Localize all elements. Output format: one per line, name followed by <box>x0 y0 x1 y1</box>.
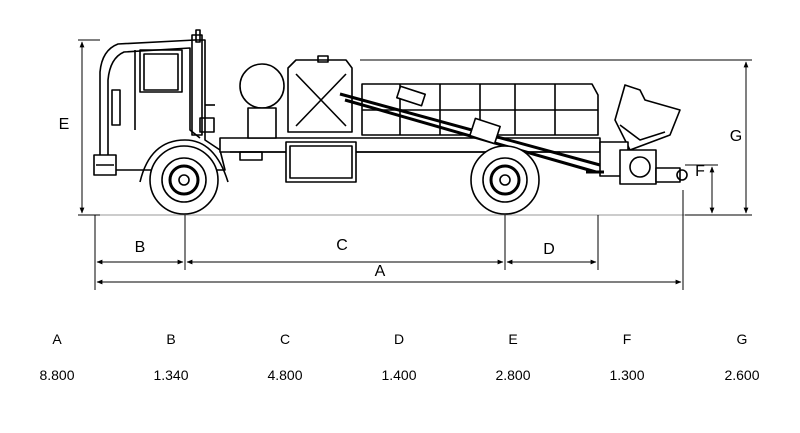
spec-value: 2.600 <box>724 367 760 383</box>
spec-value: 4.800 <box>267 367 303 383</box>
dim-label-b: B <box>135 239 146 256</box>
spec-column-c: C 4.800 <box>245 330 325 384</box>
spec-value: 8.800 <box>39 367 75 383</box>
spec-label: D <box>393 331 405 347</box>
spec-value: 2.800 <box>495 367 531 383</box>
dimension-spec-table: A 8.800 B 1.340 C 4.800 D 1.400 E 2.800 … <box>0 330 800 390</box>
dim-label-d: D <box>543 241 555 258</box>
rear-pump-assembly <box>586 84 688 185</box>
spec-label: C <box>279 331 291 347</box>
spec-label: A <box>52 331 62 347</box>
dim-label-a: A <box>375 263 386 280</box>
spec-value: 1.340 <box>153 367 189 383</box>
spec-column-f: F 1.300 <box>587 330 667 384</box>
dim-label-e: E <box>59 116 70 133</box>
hopper-box <box>287 55 353 133</box>
truck-cab <box>99 29 226 171</box>
front-wheel <box>149 145 219 215</box>
fuel-tank <box>285 141 357 183</box>
air-tank <box>239 63 285 139</box>
spec-label: G <box>736 331 748 347</box>
front-fender <box>139 139 229 183</box>
spec-column-a: A 8.800 <box>17 330 97 384</box>
spec-label: E <box>508 331 518 347</box>
spec-column-b: B 1.340 <box>131 330 211 384</box>
dim-label-g: G <box>730 128 742 145</box>
spec-label: B <box>166 331 176 347</box>
spec-value: 1.400 <box>381 367 417 383</box>
spec-value: 1.300 <box>609 367 645 383</box>
spray-boom <box>339 85 601 174</box>
rear-wheel <box>470 145 540 215</box>
dim-label-f: F <box>695 163 705 180</box>
dim-label-c: C <box>336 237 348 254</box>
spec-column-g: G 2.600 <box>702 330 782 384</box>
truck-side-view-drawing: A B C D E F G <box>59 29 752 290</box>
spec-label: F <box>622 331 632 347</box>
spec-column-d: D 1.400 <box>359 330 439 384</box>
spec-column-e: E 2.800 <box>473 330 553 384</box>
